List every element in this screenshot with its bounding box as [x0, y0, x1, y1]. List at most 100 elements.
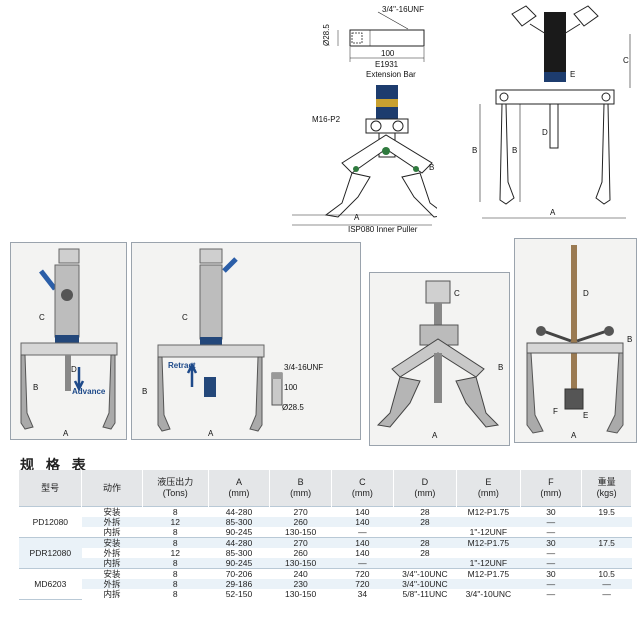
p4-dim-f: F	[553, 407, 558, 416]
a-cell: 70-206	[208, 568, 270, 579]
outer-puller-dim-a: A	[550, 208, 556, 217]
table-row: PDR12080 安装 8 44-280 270 140 28 M12-P1.7…	[19, 537, 632, 569]
weight-cell: 19.5	[581, 506, 632, 517]
photo-retract-svg	[157, 248, 283, 432]
outer-puller-dim-d: D	[542, 128, 548, 137]
e-cell	[456, 579, 521, 589]
p2-dim-a: A	[208, 429, 214, 438]
e-cell	[456, 548, 521, 558]
model-cell: PD12080	[19, 506, 82, 538]
force-cell: 12	[142, 517, 209, 527]
p1-dim-d: D	[71, 365, 77, 374]
header-model: 型号	[19, 470, 83, 507]
header-action: 动作	[81, 470, 143, 507]
e-cell	[456, 517, 521, 527]
table-row: 外拆 12 85-300 260 140 28 —	[19, 517, 632, 527]
inner-puller-thread-label: M16-P2	[312, 115, 341, 124]
p1-dim-b: B	[33, 383, 39, 392]
force-cell: 8	[142, 568, 209, 579]
table-row: 外拆 8 29-186 230 720 3/4"-10UNC — —	[19, 579, 632, 589]
photo-inner-puller-svg	[376, 280, 500, 428]
f-cell: 30	[520, 537, 582, 548]
action-cell: 内拆	[81, 589, 143, 599]
c-cell: 720	[331, 579, 394, 589]
e-cell: M12-P1.75	[456, 506, 521, 517]
force-cell: 8	[142, 579, 209, 589]
extension-bar-svg	[337, 11, 425, 62]
b-cell: 230	[269, 579, 332, 589]
action-cell: 安装	[81, 568, 143, 579]
f-cell: 30	[520, 568, 582, 579]
extension-dia-label: Ø28.5	[322, 24, 331, 46]
f-cell: —	[520, 579, 582, 589]
b-cell: 260	[269, 517, 332, 527]
photo-retract: Retract 3/4-16UNF 100 Ø28.5 C B A	[131, 242, 361, 440]
table-row: 外拆 12 85-300 260 140 28 —	[19, 548, 632, 558]
table-row: 内拆 8 52-150 130-150 34 5/8"-11UNC 3/4"-1…	[19, 589, 632, 599]
b-cell: 130-150	[269, 558, 332, 569]
extension-bar-drawing: 3/4"-16UNF Ø28.5 100 E1931 Extension Bar	[318, 2, 438, 80]
inner-puller-caption: ISP080 Inner Puller	[348, 225, 418, 234]
force-cell: 8	[142, 558, 209, 569]
weight-cell	[581, 517, 632, 527]
p3-dim-a: A	[432, 431, 438, 440]
header-weight: 重量(kgs)	[581, 470, 632, 507]
weight-cell: 10.5	[581, 568, 632, 579]
p2-dim-b: B	[142, 387, 148, 396]
d-cell: 28	[393, 517, 457, 527]
header-force: 液压出力(Tons)	[142, 470, 209, 507]
d-cell	[393, 558, 457, 569]
c-cell: 140	[331, 506, 394, 517]
force-cell: 8	[142, 537, 209, 548]
f-cell: —	[520, 558, 582, 569]
p4-dim-e: E	[583, 411, 589, 420]
a-cell: 52-150	[208, 589, 270, 599]
header-c: C(mm)	[331, 470, 394, 507]
inner-puller-svg	[292, 85, 448, 226]
action-cell: 内拆	[81, 527, 143, 538]
advance-label: Advance	[72, 387, 106, 396]
retract-label: Retract	[168, 361, 196, 370]
action-cell: 外拆	[81, 548, 143, 558]
e-cell: M12-P1.75	[456, 537, 521, 548]
force-cell: 12	[142, 548, 209, 558]
f-cell: 30	[520, 506, 582, 517]
action-cell: 安装	[81, 506, 143, 517]
outer-puller-svg	[479, 5, 631, 219]
c-cell: 140	[331, 537, 394, 548]
p4-dim-d: D	[583, 289, 589, 298]
b-cell: 270	[269, 506, 332, 517]
c-cell: —	[331, 558, 394, 569]
p2-dim-c: C	[182, 313, 188, 322]
header-e: E(mm)	[456, 470, 521, 507]
a-cell: 44-280	[208, 537, 270, 548]
a-cell: 44-280	[208, 506, 270, 517]
inner-puller-dim-b: B	[429, 163, 435, 172]
f-cell: —	[520, 548, 582, 558]
photo-three-jaw-puller-svg	[526, 245, 624, 434]
force-cell: 8	[142, 589, 209, 599]
c-cell: 140	[331, 548, 394, 558]
f-cell: —	[520, 517, 582, 527]
c-cell: 34	[331, 589, 394, 599]
outer-puller-drawing: B B C D E A	[470, 2, 638, 227]
outer-puller-dim-b2: B	[512, 146, 518, 155]
force-cell: 8	[142, 506, 209, 517]
a-cell: 85-300	[208, 548, 270, 558]
d-cell	[393, 527, 457, 538]
a-cell: 29-186	[208, 579, 270, 589]
b-cell: 130-150	[269, 527, 332, 538]
d-cell: 3/4"-10UNC	[393, 568, 457, 579]
p2-thread-label: 3/4-16UNF	[284, 363, 324, 372]
force-cell: 8	[142, 527, 209, 538]
extension-thread-label: 3/4"-16UNF	[382, 5, 424, 14]
d-cell: 3/4"-10UNC	[393, 579, 457, 589]
p2-dia-label: Ø28.5	[282, 403, 304, 412]
spec-table: 型号 动作 液压出力(Tons) A(mm) B(mm) C(mm) D(mm)…	[19, 470, 632, 600]
extension-length-label: 100	[381, 49, 395, 58]
inner-puller-drawing: M16-P2 A B ISP080 Inner Puller	[282, 85, 448, 235]
p2-bar-len: 100	[284, 383, 298, 392]
p3-dim-c: C	[454, 289, 460, 298]
header-f: F(mm)	[520, 470, 583, 507]
p1-dim-c: C	[39, 313, 45, 322]
